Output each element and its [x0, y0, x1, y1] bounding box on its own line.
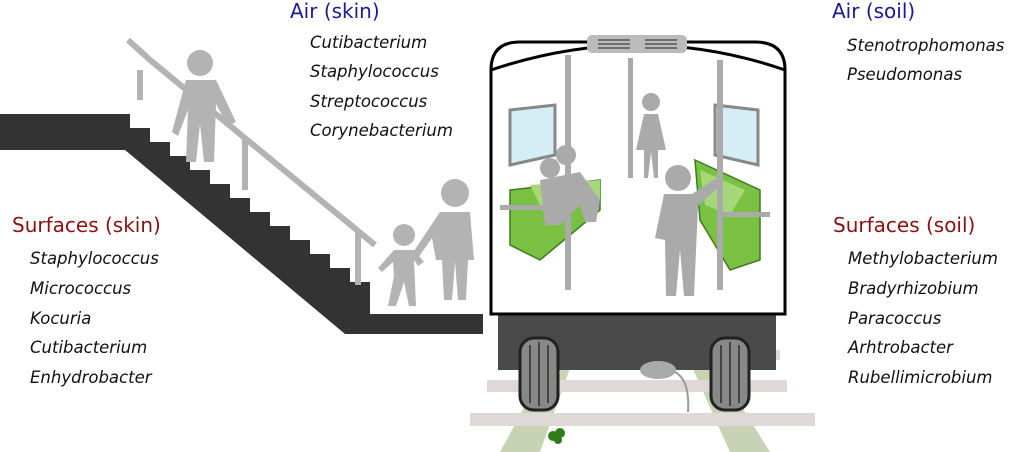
list-item: Staphylococcus — [310, 62, 439, 81]
wheel — [518, 336, 560, 412]
air-skin-title: Air (skin) — [290, 0, 380, 23]
list-item: Stenotrophomonas — [847, 36, 1005, 55]
list-item: Cutibacterium — [310, 33, 427, 52]
air-soil-title: Air (soil) — [832, 0, 915, 23]
list-item: Paracoccus — [848, 309, 942, 328]
mouse — [640, 361, 690, 413]
list-item: Pseudomonas — [847, 65, 962, 84]
plant — [548, 428, 565, 444]
list-item: Kocuria — [30, 309, 91, 328]
list-item: Methylobacterium — [848, 249, 998, 268]
subway-car — [489, 35, 787, 444]
list-item: Enhydrobacter — [30, 368, 153, 387]
list-item: Streptococcus — [310, 92, 428, 111]
list-item: Staphylococcus — [30, 249, 159, 268]
list-item: Micrococcus — [30, 279, 132, 298]
surfaces-soil-group: Surfaces (soil) Methylobacterium Bradyrh… — [833, 213, 998, 387]
surfaces-soil-title: Surfaces (soil) — [833, 213, 975, 237]
handrail — [125, 37, 377, 285]
people — [172, 50, 474, 306]
air-skin-group: Air (skin) Cutibacterium Staphylococcus … — [290, 0, 453, 140]
list-item: Cutibacterium — [30, 338, 147, 357]
list-item: Corynebacterium — [310, 121, 453, 140]
surfaces-skin-group: Surfaces (skin) Staphylococcus Micrococc… — [12, 213, 161, 387]
wheel — [709, 336, 751, 412]
air-soil-group: Air (soil) Stenotrophomonas Pseudomonas — [832, 0, 1005, 84]
staircase — [0, 37, 483, 334]
list-item: Rubellimicrobium — [848, 368, 993, 387]
list-item: Bradyrhizobium — [848, 279, 979, 298]
list-item: Arhtrobacter — [847, 338, 954, 357]
surfaces-skin-title: Surfaces (skin) — [12, 213, 161, 237]
